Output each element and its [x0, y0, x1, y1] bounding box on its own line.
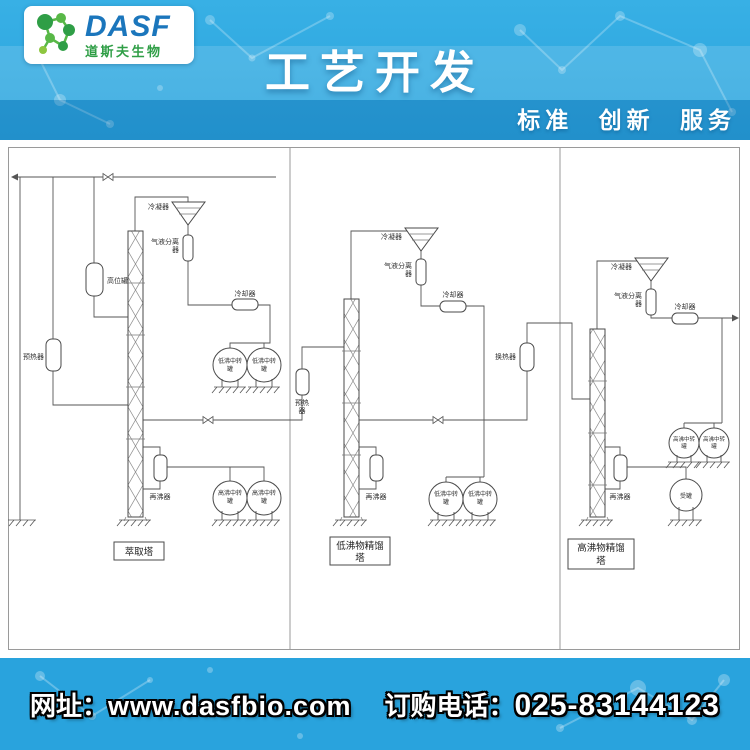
tower3-separator-icon	[645, 288, 657, 316]
logo: DASF 道斯夫生物	[24, 6, 194, 64]
tower3-condenser-label: 冷凝器	[611, 262, 632, 271]
tower1-mid-tank-2-label: 低沸中转罐	[252, 357, 276, 373]
tower2-bottom-tank-1-label: 低沸中转罐	[434, 490, 458, 506]
tower1-pipes	[12, 176, 276, 520]
tower2-bottom-tank-1-icon	[428, 481, 464, 517]
molecule-icon	[37, 13, 75, 54]
tower3-receiver-icon	[669, 478, 703, 512]
phone-value: 025-83144123	[514, 688, 720, 722]
tower1-column	[127, 230, 144, 518]
tower2-name: 低沸物精馏塔	[336, 540, 384, 564]
tower1-reboiler-icon	[153, 454, 168, 482]
tower3-mid-tank-1-label: 高沸中转罐	[673, 435, 696, 450]
tower3-reboiler-label: 再沸器	[610, 492, 631, 501]
tower1-mid-tank-1-icon	[212, 347, 248, 383]
tower2-name-box	[329, 536, 391, 566]
tower3-exchanger-label: 换热器	[495, 352, 516, 361]
tower1-condenser-baffles	[176, 207, 200, 215]
logo-company: 道斯夫生物	[85, 44, 163, 59]
tower3-column	[589, 328, 606, 518]
tower-1-extraction: 冷凝器 气液分离器 高位罐 预热器 冷却器 低沸中转罐 低沸中转罐 再沸器 高沸…	[11, 173, 282, 561]
tower1-elevated-tank-icon	[85, 262, 104, 297]
slogan-band	[0, 100, 750, 140]
tower1-separator-label: 气液分离器	[151, 237, 179, 254]
tower2-cooler-label: 冷却器	[443, 290, 464, 299]
process-flow-diagram: 冷凝器 气液分离器 高位罐 预热器 冷却器 低沸中转罐 低沸中转罐 再沸器 高沸…	[8, 147, 740, 650]
footer-banner: 网址： www.dasfbio.com 订购电话： 025-83144123	[0, 658, 750, 750]
tower1-bottom-tank-1-icon	[212, 480, 248, 516]
page-title: 工艺开发	[264, 47, 485, 98]
tower1-mid-tank-1-label: 低沸中转罐	[218, 357, 242, 373]
tower1-separator-icon	[182, 234, 194, 262]
tower3-mid-tank-2-label: 高沸中转罐	[703, 435, 726, 450]
tower2-column	[343, 298, 360, 518]
tower2-bottom-tank-2-icon	[462, 481, 498, 517]
tower-3-high-boiler: 冷凝器 气液分离器 冷却器 换热器 高沸中转罐 高沸中转罐 再沸器 受罐 高沸物…	[495, 257, 739, 570]
tower3-exchanger-icon	[519, 342, 535, 372]
website-label: 网址：	[30, 690, 109, 721]
tower2-separator-label: 气液分离器	[384, 261, 412, 278]
tower3-condenser-baffles	[639, 263, 663, 271]
tower3-separator-label: 气液分离器	[614, 291, 642, 308]
tower2-flanges	[339, 350, 364, 522]
website-value: www.dasfbio.com	[108, 690, 352, 721]
website-group: 网址： www.dasfbio.com	[30, 686, 352, 723]
tower1-preheater-icon	[45, 338, 62, 372]
outlet-arrow-icon	[732, 314, 739, 322]
tower1-bottom-tank-2-label: 高沸中转罐	[252, 489, 276, 505]
tower1-elevated-tank-label: 高位罐	[107, 276, 128, 285]
tower3-pipes	[596, 258, 735, 490]
slogan: 标准 创新 服务	[517, 107, 736, 133]
logo-brand: DASF	[85, 10, 171, 43]
phone-label: 订购电话：	[384, 690, 515, 721]
footer-text-row: 网址： www.dasfbio.com 订购电话： 025-83144123	[0, 658, 750, 750]
tower-2-low-boiler: 冷凝器 气液分离器 冷却器 预热器 再沸器 低沸中转罐 低沸中转罐 低沸物精馏塔	[295, 227, 498, 566]
tower3-reboiler-icon	[613, 454, 628, 482]
interconnect-pipes	[143, 322, 590, 421]
tower2-condenser-icon	[404, 227, 439, 252]
footer-molecule-pattern	[35, 667, 730, 739]
tower1-flanges	[123, 282, 148, 522]
tower3-mid-tank-2-icon	[698, 427, 730, 459]
tower2-cooler-icon	[439, 300, 467, 313]
header-banner: DASF 道斯夫生物 工艺开发 标准 创新 服务	[0, 0, 750, 140]
tower3-flanges	[585, 380, 610, 522]
tower2-pipes	[350, 228, 485, 490]
tower1-bottom-tank-2-icon	[246, 480, 282, 516]
valve-icons	[102, 173, 444, 424]
tower3-cooler-icon	[671, 312, 699, 325]
tower2-separator-icon	[415, 258, 427, 286]
tower2-reboiler-icon	[369, 454, 384, 482]
tower1-name: 萃取塔	[125, 546, 154, 558]
tower1-name-box	[113, 541, 165, 561]
tower2-condenser-label: 冷凝器	[381, 232, 402, 241]
tower1-cooler-label: 冷却器	[235, 289, 256, 298]
tower1-reboiler-label: 再沸器	[150, 492, 171, 501]
feed-arrow-icon	[11, 173, 18, 181]
tower3-name: 高沸物精馏塔	[577, 542, 625, 567]
tower2-feed-preheater-icon	[295, 368, 310, 396]
tower1-condenser-icon	[171, 201, 206, 226]
tower3-cooler-label: 冷却器	[675, 302, 696, 311]
tower2-bottom-tank-2-label: 低沸中转罐	[468, 490, 492, 506]
tower1-mid-tank-2-icon	[246, 347, 282, 383]
tower3-name-box	[567, 538, 635, 570]
tower3-mid-tank-1-icon	[668, 427, 700, 459]
tower1-tank-legs	[221, 379, 273, 520]
tower3-tank-legs	[676, 455, 722, 520]
tower2-tank-legs	[437, 512, 489, 520]
molecule-pattern	[27, 11, 736, 128]
phone-group: 订购电话： 025-83144123	[384, 686, 720, 723]
diagram-frame	[8, 147, 740, 650]
diagram-area: 冷凝器 气液分离器 高位罐 预热器 冷却器 低沸中转罐 低沸中转罐 再沸器 高沸…	[0, 140, 750, 658]
tower2-feed-preheater-label: 预热器	[295, 398, 309, 415]
tower2-condenser-baffles	[409, 233, 433, 241]
tower1-preheater-label: 预热器	[23, 352, 44, 361]
tower3-condenser-icon	[634, 257, 669, 282]
tower1-bottom-tank-1-label: 高沸中转罐	[218, 489, 242, 505]
tower2-reboiler-label: 再沸器	[366, 492, 387, 501]
tower3-receiver-label: 受罐	[680, 492, 692, 500]
tower1-condenser-label: 冷凝器	[148, 202, 169, 211]
tower1-cooler-icon	[231, 298, 259, 311]
